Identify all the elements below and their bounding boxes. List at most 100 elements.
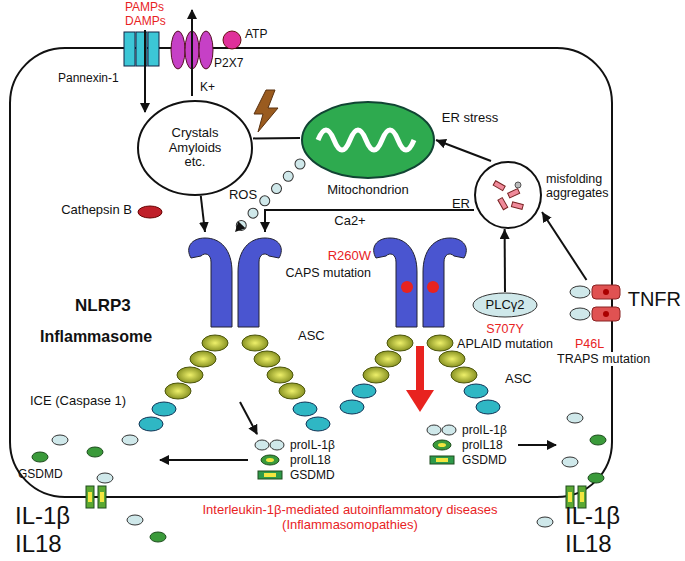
gsdmd-pore xyxy=(580,492,584,502)
pannexin-channel xyxy=(124,32,159,66)
p2x7-channel xyxy=(171,31,185,69)
misfolded-protein xyxy=(498,198,508,210)
edge-label: ER stress xyxy=(440,111,500,126)
caspase-segment xyxy=(293,402,317,416)
endoplasmic-reticulum-outline xyxy=(474,161,542,229)
disease-label: TRAPS mutation xyxy=(555,352,652,366)
cathepsin-b-outline xyxy=(138,206,162,218)
cytokine-icon xyxy=(52,435,68,445)
cytokine-label: proIL-1β xyxy=(462,424,507,438)
receptor-shape xyxy=(592,285,620,299)
nlrp3-inflammasome-outline xyxy=(185,232,285,327)
p2x7-channel xyxy=(199,31,213,69)
gain-of-function-arrow xyxy=(416,346,424,392)
organelle-label: Mitochondrion xyxy=(327,183,409,198)
connector-line xyxy=(265,210,474,232)
asc-bead xyxy=(375,351,401,367)
cytokine-icon xyxy=(590,435,606,445)
pro-cytokine-icon xyxy=(430,456,454,464)
pro-cytokine-icon xyxy=(258,471,282,479)
mutation-label: P46L xyxy=(575,337,604,351)
cytokine-label: IL18 xyxy=(15,531,62,556)
protein-label: PLCγ2 xyxy=(485,298,524,313)
activation-arrow xyxy=(160,459,248,461)
asc-bead xyxy=(387,335,413,351)
protein-label: GSDMD xyxy=(290,469,335,483)
misfolded-protein xyxy=(511,202,523,210)
stimulus-label: PAMPs xyxy=(125,1,164,15)
adaptor-label: ASC xyxy=(298,329,325,344)
connector-line xyxy=(201,196,205,232)
activation-arrow xyxy=(201,196,205,232)
pro-cytokine-icon xyxy=(442,425,456,435)
mutation-label: R260W xyxy=(328,249,371,264)
nlrp3-inflammasome: NLRP3InflammasomeASCICE (Caspase 1) xyxy=(185,232,285,327)
cytokine-label: proIL18 xyxy=(290,454,331,468)
cytokine-label: IL-1β xyxy=(15,503,70,528)
asc-bead xyxy=(190,351,216,367)
receptor-shape xyxy=(592,307,620,321)
asc-bead xyxy=(427,335,453,351)
enzyme-label: ICE (Caspase 1) xyxy=(30,394,126,409)
caspase-segment xyxy=(352,384,376,398)
connector-line xyxy=(436,140,491,161)
nlrp3-protein xyxy=(189,238,232,327)
pro-cytokine-icon xyxy=(264,473,276,477)
cytokine-icon xyxy=(150,532,166,542)
channel-label: Pannexin-1 xyxy=(58,72,119,86)
gsdmd-pore xyxy=(98,486,106,508)
cell-membrane xyxy=(10,48,612,497)
asc-bead xyxy=(202,335,228,351)
lightning-bolt xyxy=(254,90,278,132)
mutation-dot xyxy=(603,289,609,295)
molecule-label: ATP xyxy=(245,28,267,42)
pro-cytokine-icon xyxy=(270,440,284,450)
mitochondrion-outline xyxy=(300,100,436,180)
cytokine-icon xyxy=(127,515,143,525)
pannexin-channel xyxy=(148,32,159,66)
receptor-label: TNFR xyxy=(628,288,681,311)
gsdmd-pore xyxy=(88,492,92,502)
mutation-dot xyxy=(401,281,413,293)
cytokine-icon xyxy=(32,413,606,542)
atp-molecule xyxy=(223,31,241,49)
tnf-receptor: TNFRP46LTRAPS mutation xyxy=(570,280,625,328)
plcg2-protein: PLCγ2S707YAPLAID mutation xyxy=(472,292,538,318)
cytokine-icon xyxy=(537,517,553,527)
pro-cytokine-icon xyxy=(266,458,274,462)
stimulus-label: DAMPs xyxy=(125,15,166,29)
pro-cytokine-icon xyxy=(261,455,279,465)
gain-of-function-arrow xyxy=(406,390,434,412)
asc-bead xyxy=(279,383,305,399)
process-label: misfolding aggregates xyxy=(546,172,612,201)
pro-cytokine-icon xyxy=(433,440,451,450)
misfolded-protein xyxy=(508,189,520,198)
caspase-segment xyxy=(306,417,330,431)
disease-label: APLAID mutation xyxy=(457,337,553,351)
disease-label: CAPS mutation xyxy=(286,266,371,280)
caps-mutant-inflammasome: R260WCAPS mutationASC xyxy=(375,232,465,327)
tnf-receptor-outline xyxy=(570,280,625,328)
vesicle-outline xyxy=(138,101,252,195)
connector-line xyxy=(253,137,300,139)
activation-arrow xyxy=(240,402,257,434)
cytokine-label: proIL18 xyxy=(462,439,503,453)
pro-cytokine-icon xyxy=(255,440,269,450)
cytokine-icon xyxy=(87,447,103,457)
asc-bead xyxy=(451,367,477,383)
ion-label: K+ xyxy=(200,81,215,95)
gsdmd-pore xyxy=(86,486,94,508)
enzyme-shape xyxy=(138,206,162,218)
cytokine-label: IL18 xyxy=(565,531,612,556)
pore-label: GSDMD xyxy=(18,468,63,482)
caspase-segment xyxy=(139,417,163,431)
crystal-vesicle: Crystals Amyloids etc. xyxy=(137,100,253,196)
caps-mutant-inflammasome-outline xyxy=(375,232,465,327)
flux-arrow xyxy=(144,30,146,112)
cell-membrane xyxy=(10,48,612,497)
mutation-dot xyxy=(427,281,439,293)
calcium-arrow xyxy=(265,210,474,232)
activation-arrow xyxy=(518,444,556,446)
asc-bead xyxy=(242,335,268,351)
